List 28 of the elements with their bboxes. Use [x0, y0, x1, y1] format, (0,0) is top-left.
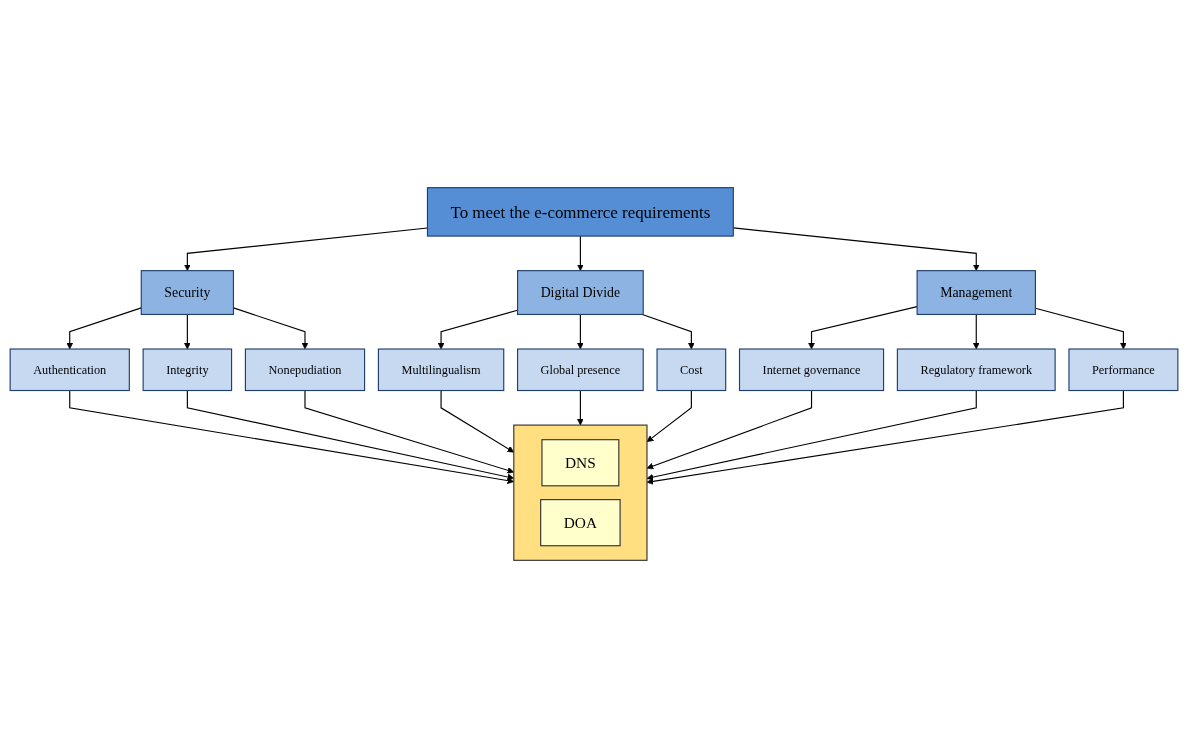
node-box: Security: [140, 269, 235, 315]
arrow: [577, 313, 584, 349]
node-box: Internet governance: [738, 347, 885, 391]
node-box: Multilingualism: [377, 347, 505, 391]
node-box: Cost: [656, 347, 727, 391]
arrow: [577, 235, 584, 271]
arrow: [646, 389, 1124, 485]
node-box: Nonepudiation: [244, 347, 366, 391]
node-box: DNS: [541, 438, 620, 486]
cluster: [513, 424, 648, 561]
node-box: Authentication: [9, 347, 130, 391]
arrow: [184, 313, 191, 349]
arrow: [972, 313, 980, 349]
node-box: Management: [916, 269, 1036, 315]
node-box: DOA: [540, 498, 621, 546]
node-box: Regulatory framework: [896, 347, 1056, 391]
node-box: Integrity: [142, 347, 233, 391]
arrow: [646, 389, 692, 442]
node-box: Digital Divide: [517, 269, 644, 315]
arrow: [66, 306, 142, 349]
arrow: [646, 389, 813, 469]
node-box: Global presence: [517, 347, 644, 391]
arrow: [577, 389, 584, 425]
arrow: [646, 389, 977, 480]
arrow: [808, 305, 918, 349]
node-box: To meet the e-commerce requirements: [426, 186, 734, 237]
node-box: Performance: [1068, 347, 1179, 391]
arrow: [641, 313, 695, 349]
